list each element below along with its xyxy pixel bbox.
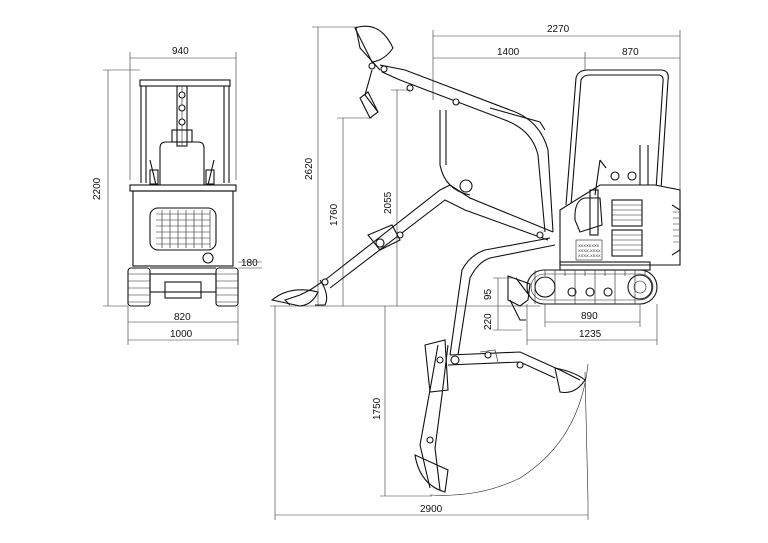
front-grille	[149, 207, 217, 251]
front-undercarriage	[127, 267, 239, 307]
dim-reach-height: 1760	[329, 203, 340, 226]
side-canopy	[565, 69, 669, 206]
dim-overall-length: 2270	[547, 24, 570, 35]
dim-front-track-inner: 820	[174, 312, 191, 323]
dim-track-length: 890	[581, 311, 598, 322]
dim-front-length: 1400	[497, 47, 520, 58]
side-view: XXXXXXXX XXXX-XXXX XXXX-XXXX	[270, 24, 681, 520]
dim-blade-lift: 95	[483, 288, 494, 300]
arm-position-level	[270, 184, 554, 307]
dig-arc-tick	[584, 371, 589, 501]
dim-front-overall-width: 1000	[170, 329, 193, 340]
dim-front-height: 2200	[92, 177, 103, 200]
front-boom	[171, 85, 193, 147]
dim-max-dump-height: 2055	[383, 191, 394, 214]
front-view: 940 2200 180 820 1000	[92, 46, 262, 345]
front-seat	[149, 141, 215, 186]
dim-front-top-width: 940	[172, 46, 189, 57]
side-dimensions: 2270 1400 870 2620 1760 2055 95 220	[274, 24, 681, 520]
dim-max-dig-height: 2620	[304, 157, 315, 180]
decal-line-2: XXXX-XXXX	[578, 248, 601, 253]
decal-line-1: XXXXXXXX	[578, 243, 600, 248]
dim-front-track-offset: 180	[241, 258, 258, 269]
front-lamp	[202, 252, 214, 264]
dim-track-total: 1235	[579, 329, 602, 340]
front-upper-deck	[129, 184, 237, 192]
arm-position-raised	[354, 25, 554, 233]
arm-position-digging	[414, 237, 586, 493]
dim-max-reach: 2900	[420, 504, 443, 515]
dig-arc	[429, 363, 589, 496]
side-blade	[507, 275, 531, 321]
dim-dig-depth: 1750	[372, 397, 383, 420]
front-dimensions: 940 2200 180 820 1000	[92, 46, 262, 345]
decal-line-3: XXXX-XXXX	[578, 253, 601, 258]
dim-blade-depth: 220	[483, 313, 494, 330]
side-track	[526, 261, 658, 305]
front-body	[132, 190, 234, 267]
dim-rear-length: 870	[622, 47, 639, 58]
